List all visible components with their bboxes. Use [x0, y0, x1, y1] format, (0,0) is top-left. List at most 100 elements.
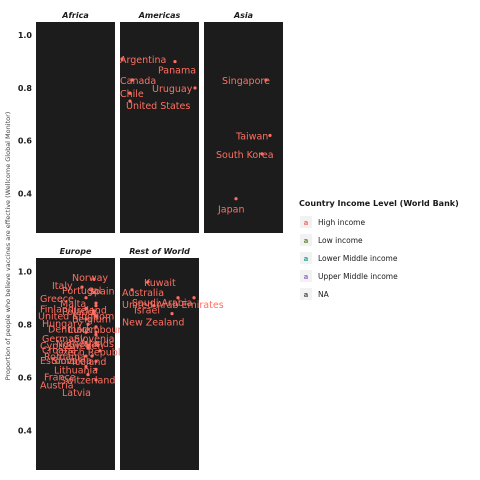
point-label: Iceland	[72, 357, 106, 368]
y-tick-label: 0.4	[18, 426, 33, 435]
point-label: Lithuania	[54, 365, 98, 376]
point-label: Taiwan	[235, 131, 268, 142]
point-label: Spain	[88, 286, 115, 297]
data-point	[86, 373, 90, 377]
data-point	[173, 59, 177, 64]
data-point	[84, 330, 88, 334]
y-tick-label: 0.4	[18, 189, 33, 198]
point-label: Luxembourg	[68, 325, 127, 336]
point-label: Kuwait	[144, 278, 176, 289]
data-point	[98, 349, 102, 353]
point-label: Argentina	[120, 55, 166, 66]
data-point	[234, 197, 238, 201]
point-label: Czech Republic	[56, 347, 128, 358]
point-label: Latvia	[62, 388, 91, 399]
facet-strip-africa: Africa	[61, 11, 89, 20]
data-point	[130, 78, 134, 82]
data-point	[84, 317, 88, 321]
facet-strip-asia: Asia	[233, 11, 253, 20]
data-point	[90, 354, 94, 358]
point-label: Italy	[52, 281, 73, 292]
panel-rest-of-world	[120, 258, 199, 470]
data-point	[84, 306, 88, 310]
legend-item-label: Lower Middle income	[318, 254, 398, 263]
data-point	[176, 296, 180, 300]
point-label: Estonia	[40, 356, 75, 367]
point-label: Poland	[62, 307, 94, 318]
point-label: United States	[126, 101, 190, 112]
legend-title: Country Income Level (World Bank)	[299, 199, 459, 208]
data-point	[94, 314, 98, 318]
point-label: Ireland	[74, 306, 107, 317]
y-tick-label: 1.0	[18, 31, 33, 40]
data-point	[193, 86, 197, 90]
point-label: France	[44, 373, 76, 384]
legend-key-glyph: a	[304, 255, 309, 263]
data-point	[92, 290, 96, 295]
data-point	[96, 343, 100, 348]
y-tick-label: 1.0	[18, 267, 33, 276]
data-point	[130, 288, 134, 292]
legend-key-glyph: a	[304, 219, 309, 227]
point-label: Canada	[120, 76, 156, 87]
data-point	[94, 367, 98, 371]
point-label: Chile	[120, 89, 144, 100]
data-point	[92, 277, 96, 281]
point-label: New Zealand	[122, 318, 184, 329]
data-point	[128, 99, 132, 103]
point-label: Slovenia	[74, 334, 114, 345]
point-label: Germany	[42, 334, 86, 345]
data-point	[84, 341, 88, 345]
legend-item-label: High income	[318, 218, 365, 227]
data-point	[94, 378, 98, 382]
facet-strip-americas: Americas	[138, 11, 181, 20]
legend-key-glyph: a	[304, 273, 309, 281]
legend-item-label: Low income	[318, 236, 363, 245]
data-point	[268, 133, 272, 138]
point-label: Netherlands	[56, 339, 114, 350]
data-point	[84, 354, 88, 358]
data-point	[94, 304, 98, 308]
point-label: Denmark	[48, 324, 92, 335]
data-point	[92, 309, 96, 313]
data-point	[260, 152, 264, 156]
point-label: United Kingdom	[38, 312, 114, 323]
panel-europe	[36, 258, 115, 470]
point-label: Panama	[158, 66, 196, 77]
facet-strip-europe: Europe	[60, 247, 92, 256]
data-point	[94, 333, 98, 337]
y-tick-label: 0.6	[18, 137, 33, 146]
point-label: Portugal	[62, 286, 101, 297]
data-point	[86, 322, 90, 326]
y-axis-title: Proportion of people who believe vaccine…	[4, 112, 12, 381]
point-label: Sweden	[66, 341, 104, 352]
point-label: Singapore	[222, 76, 270, 87]
point-label: South Korea	[216, 150, 274, 161]
point-label: Belgium	[72, 314, 111, 325]
point-label: Norway	[72, 273, 108, 284]
legend-key	[300, 270, 312, 282]
data-point	[94, 301, 98, 305]
legend-item-label: Upper Middle income	[318, 272, 398, 281]
point-label: Cyprus	[40, 341, 73, 352]
point-label: Switzerland	[60, 375, 115, 386]
data-point	[170, 312, 174, 316]
data-point	[146, 280, 150, 284]
point-label: Uruguay	[152, 84, 193, 95]
legend-key	[300, 288, 312, 300]
legend-key-glyph: a	[304, 237, 309, 245]
data-point	[264, 78, 268, 82]
data-point	[92, 312, 96, 316]
data-point	[120, 57, 124, 61]
legend-key-glyph: a	[304, 291, 309, 299]
data-point	[94, 330, 98, 334]
point-label: Croatia	[42, 345, 76, 356]
y-tick-label: 0.8	[18, 320, 33, 329]
legend-key	[300, 216, 312, 228]
data-point	[86, 343, 90, 348]
point-label: Austria	[40, 381, 74, 392]
panel-asia	[204, 22, 283, 233]
point-label: Israel	[134, 306, 160, 317]
point-label: United Arab Emirates	[122, 300, 224, 311]
